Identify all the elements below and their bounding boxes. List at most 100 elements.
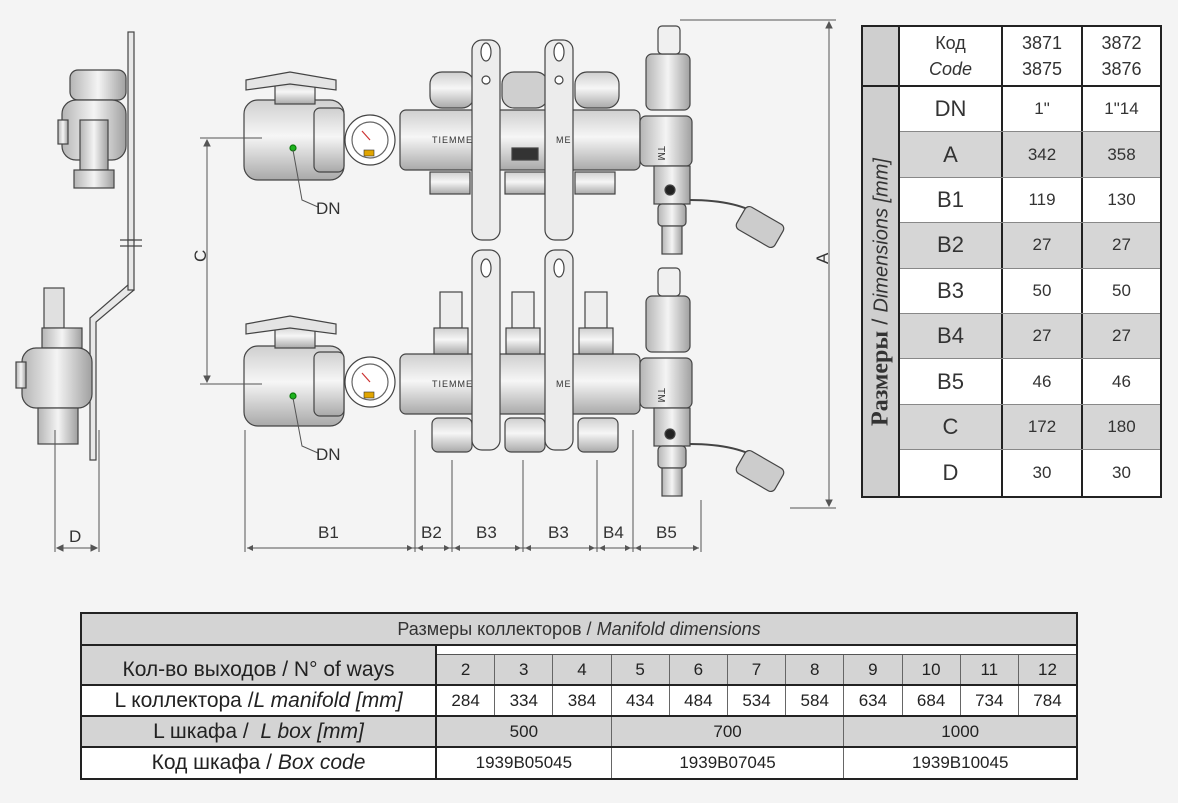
top-manifold [399, 39, 641, 241]
box-code-label: Код шкафа / Box code [82, 748, 437, 778]
label-b1: B1 [318, 523, 339, 542]
code-3875: 3875 [1021, 59, 1063, 79]
dimension-label: D [900, 450, 1003, 496]
dimension-label: B3 [900, 268, 1003, 313]
box-code-500: 1939B05045 [437, 748, 612, 778]
dimension-value-2: 180 [1107, 416, 1136, 436]
dimension-value-2: 358 [1107, 144, 1136, 164]
ways-cell: 10 [903, 655, 961, 684]
length-label-ru: L коллектора / [114, 688, 254, 712]
dimension-label: B4 [900, 313, 1003, 359]
top-air-vent [639, 25, 785, 255]
manifold-table-title: Размеры коллекторов / Manifold dimension… [82, 614, 1076, 646]
manifold-dimensions-table: Размеры коллекторов / Manifold dimension… [80, 612, 1078, 780]
dimension-label: B5 [900, 359, 1003, 404]
strip-left [82, 646, 437, 655]
dimension-value-2: 27 [1112, 235, 1131, 255]
dimension-d [54, 430, 100, 552]
code-3876: 3876 [1101, 59, 1142, 79]
dimension-label: A [900, 132, 1003, 177]
tm-top: TM [655, 146, 666, 160]
dimension-value-1: 119 [1003, 177, 1083, 223]
dimension-value-1: 27 [1003, 313, 1083, 359]
length-cell: 784 [1033, 690, 1062, 710]
brand-bottom-left: TIEMME [432, 379, 473, 389]
row-box-length: L шкафа / L box [mm] 500 700 1000 [82, 717, 1076, 748]
strip-right [437, 646, 1076, 655]
ways-cell: 5 [612, 655, 670, 684]
row-box-code: Код шкафа / Box code 1939B05045 1939B070… [82, 748, 1076, 778]
b-arrows [247, 545, 699, 551]
dn-leaders [292, 149, 319, 454]
box-label: L шкафа / L box [mm] [82, 717, 437, 746]
ways-cell: 11 [961, 655, 1019, 684]
dimension-value-2: 30 [1112, 462, 1131, 482]
box-length-500: 500 [437, 717, 612, 746]
ways-cell: 6 [670, 655, 728, 684]
title-ru: Размеры коллекторов / [397, 618, 592, 639]
ways-cell: 7 [728, 655, 787, 684]
box-code-700: 1939B07045 [612, 748, 845, 778]
length-cell: 384 [553, 686, 612, 715]
ways-cell: 12 [1038, 659, 1057, 679]
dimension-value-2: 27 [1112, 326, 1131, 346]
bottom-air-vent [639, 267, 785, 497]
label-b5: B5 [656, 523, 677, 542]
code-label-ru: Код [935, 33, 966, 53]
box-length-700: 700 [612, 717, 845, 746]
label-b2: B2 [421, 523, 442, 542]
dimension-value-2: 50 [1112, 280, 1131, 300]
label-c: C [191, 250, 210, 262]
ways-cell: 3 [495, 655, 554, 684]
length-cell: 734 [961, 686, 1019, 715]
tm-bottom: TM [655, 388, 666, 402]
dimension-value-1: 342 [1003, 132, 1083, 177]
code-col1-header: 3871 3875 [1003, 27, 1083, 87]
brand-top-left: TIEMME [432, 135, 473, 145]
box-label-en: L box [mm] [260, 719, 364, 743]
code-3872: 3872 [1101, 33, 1142, 53]
ways-cell: 4 [553, 655, 612, 684]
label-b3a: B3 [476, 523, 497, 542]
label-b4: B4 [603, 523, 624, 542]
dimension-value-1: 1" [1003, 87, 1083, 132]
code-col2-header: 3872 3876 [1083, 27, 1160, 87]
length-cell: 684 [903, 686, 961, 715]
dimension-label: C [900, 404, 1003, 450]
technical-drawing: D TIEMME ME [15, 19, 836, 552]
ways-cell: 2 [437, 655, 496, 684]
side-label-ru: Размеры [867, 330, 893, 426]
side-label-sep: / [867, 312, 892, 331]
bottom-ball-valve [243, 315, 396, 427]
box-code-label-en: Box code [277, 751, 366, 774]
dimension-value-1: 50 [1003, 268, 1083, 313]
label-a: A [813, 252, 832, 264]
dimension-a [680, 19, 836, 509]
dimension-label: DN [900, 87, 1003, 132]
dimension-value-1: 172 [1003, 404, 1083, 450]
ways-cell: 8 [786, 655, 845, 684]
code-label-en: Code [928, 59, 973, 79]
title-en: Manifold dimensions [596, 618, 761, 639]
length-cell: 484 [670, 686, 728, 715]
dimension-value-1: 30 [1003, 450, 1083, 496]
dimension-value-2: 1"14 [1104, 99, 1139, 119]
dimension-value-2: 130 [1107, 189, 1136, 209]
box-code-label-ru: Код шкафа / [151, 751, 278, 774]
box-label-ru: L шкафа / [153, 719, 261, 743]
length-cell: 534 [728, 686, 787, 715]
bottom-manifold [399, 249, 641, 453]
box-cells: 500 700 1000 [437, 717, 1076, 746]
box-code-1000: 1939B10045 [911, 753, 1009, 772]
label-dn-top: DN [316, 199, 341, 218]
